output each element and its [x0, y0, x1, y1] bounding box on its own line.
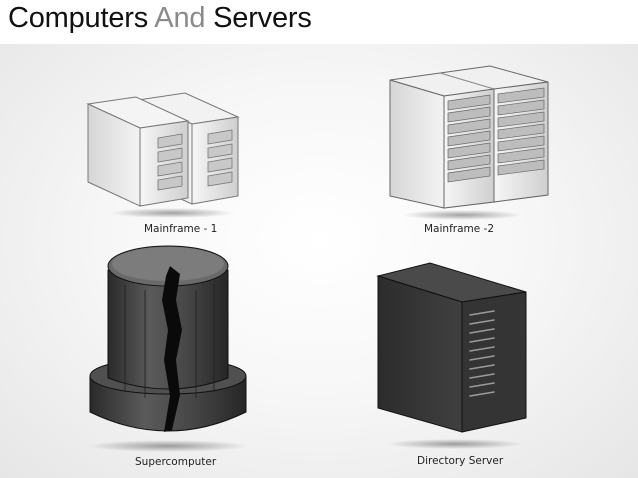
mainframe-2-label: Mainframe -2	[424, 223, 495, 235]
title-accent-word: And	[154, 2, 206, 34]
mainframe-2-icon	[389, 65, 549, 220]
directory-server-label: Directory Server	[417, 455, 504, 467]
supercomputer-label: Supercomputer	[135, 456, 217, 468]
mainframe-1-label: Mainframe - 1	[144, 223, 218, 235]
supercomputer-icon	[88, 245, 248, 452]
title-part-1: Computers	[8, 2, 149, 34]
title-part-2: Servers	[213, 2, 312, 34]
mainframe-1-icon	[86, 92, 240, 218]
directory-server-icon	[376, 262, 527, 449]
page-title: Computers And Servers	[8, 2, 312, 35]
